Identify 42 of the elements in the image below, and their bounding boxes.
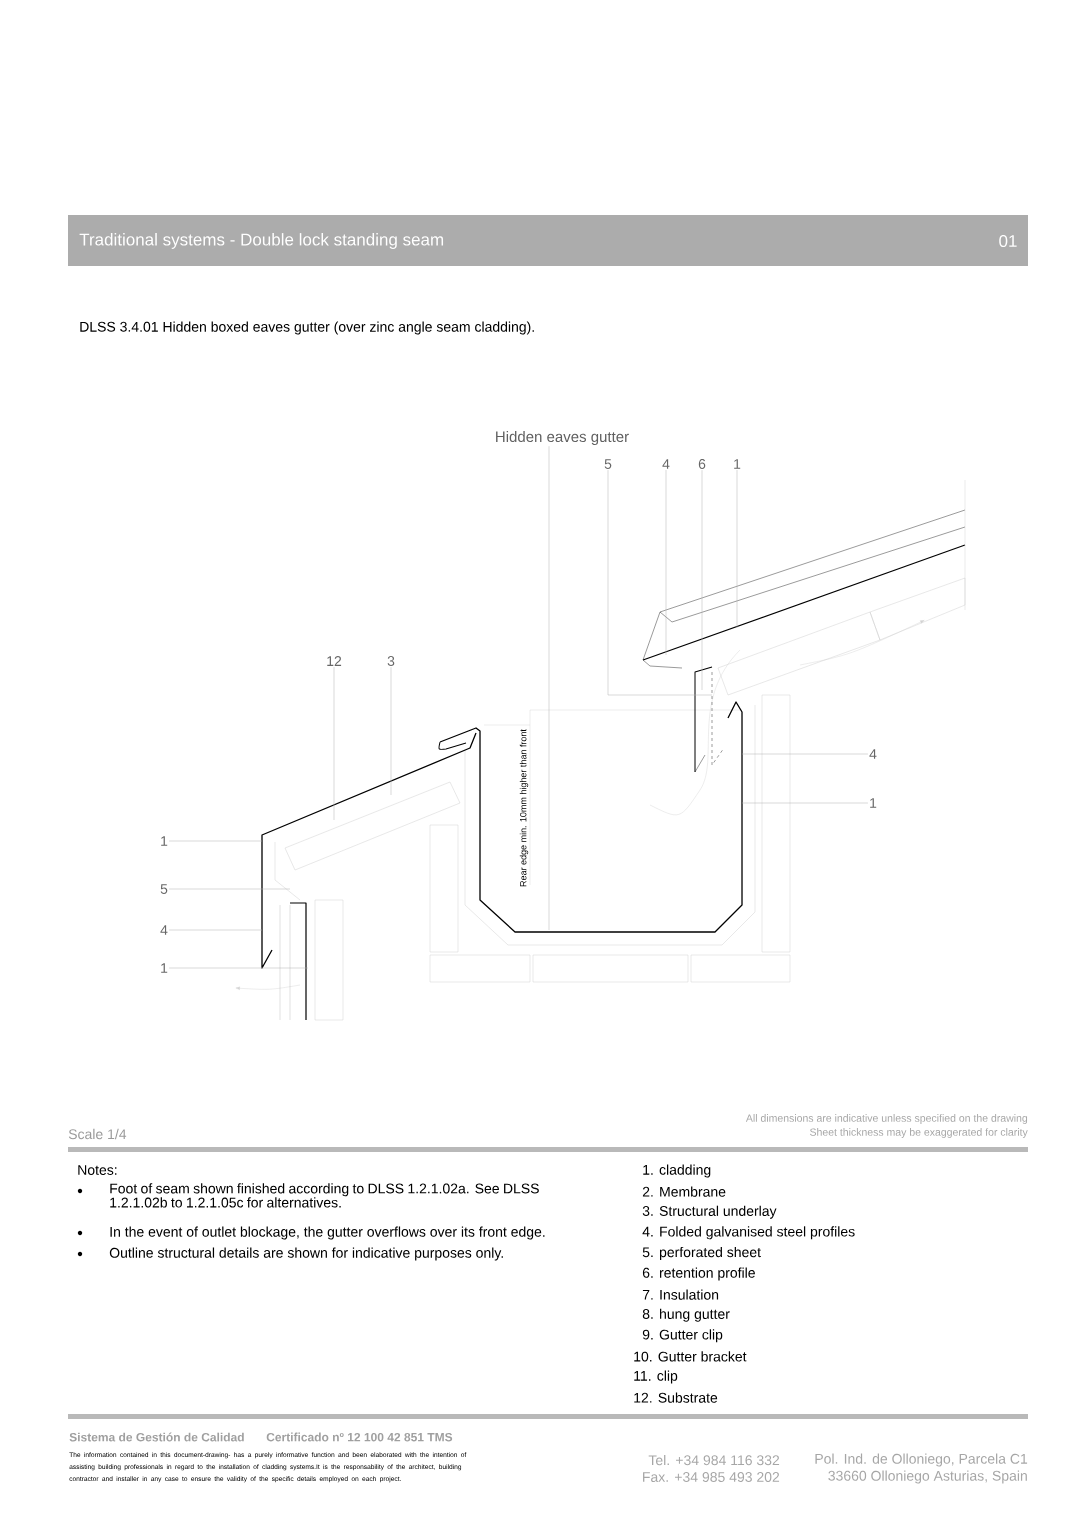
callout-number: 1 [161, 836, 168, 846]
callout-number: 3 [387, 656, 395, 666]
legend-item: 7. Insulation [642, 1289, 719, 1300]
drawing-title: Hidden eaves gutter [496, 431, 629, 445]
callout-number: 5 [160, 884, 168, 894]
dimension-text: Rear edge min. 10mm higher than front [519, 729, 529, 887]
bullet-note: In the event of outlet blockage, the gutter overflows over its front edge. [110, 1226, 545, 1240]
callout-number: 1 [870, 798, 877, 808]
contact-text: 33660 Olloniego Asturias, Spain [828, 1470, 1027, 1484]
callout-number: 5 [604, 459, 612, 469]
note-text: Sheet thickness may be exaggerated for clarity [810, 1128, 1028, 1138]
callout-number: 4 [869, 749, 877, 759]
bullet-note: Foot of seam shown finished according to DLSS 1.2.1.02a. See DLSS 1.2.1.02b to 1.2.1.05c for alternatives. [110, 1183, 539, 1208]
note-text: Notes: [78, 1165, 117, 1175]
contact-text: Tel. +34 984 116 332 [648, 1454, 780, 1466]
contact-text: Fax. +34 985 493 202 [643, 1472, 780, 1482]
legend-item: 11. clip [634, 1370, 678, 1384]
legend-item: 4. Folded galvanised steel profiles [642, 1226, 855, 1240]
certificate-text: Sistema de Gestión de Calidad [69, 1432, 244, 1442]
callout-number: 4 [160, 925, 168, 935]
bullet-note: Outline structural details are shown for indicative purposes only. [109, 1247, 503, 1261]
callout-number: 1 [734, 459, 741, 469]
certificate-text: Certificado nº 12 100 42 851 TMS [266, 1432, 453, 1442]
legend-item: 1. cladding [643, 1164, 711, 1178]
legend-item: 5. perforated sheet [642, 1246, 761, 1260]
detail-heading: DLSS 3.4.01 Hidden boxed eaves gutter (over zinc angle seam cladding). [80, 321, 534, 335]
note-text: All dimensions are indicative unless specified on the drawing [745, 1114, 1028, 1124]
legend-item: 10. Gutter bracket [634, 1351, 747, 1362]
legend-item: 6. retention profile [642, 1267, 755, 1281]
legend-item: 2. Membrane [642, 1186, 726, 1197]
legend-item: 3. Structural underlay [642, 1205, 777, 1219]
contact-text: Pol. Ind. de Olloniego, Parcela C1 [815, 1453, 1028, 1467]
scale-text: Scale 1/4 [68, 1128, 127, 1140]
callout-number: 4 [662, 459, 670, 469]
callout-number: 12 [327, 656, 342, 666]
sheet-number: 01 [999, 235, 1017, 248]
callout-number: 6 [698, 459, 706, 469]
legend-item: 12. Substrate [634, 1392, 718, 1403]
legend-item: 8. hung gutter [642, 1308, 730, 1322]
leader-line [607, 469, 713, 696]
legend-item: 9. Gutter clip [642, 1329, 723, 1343]
callout-number: 1 [161, 963, 168, 973]
